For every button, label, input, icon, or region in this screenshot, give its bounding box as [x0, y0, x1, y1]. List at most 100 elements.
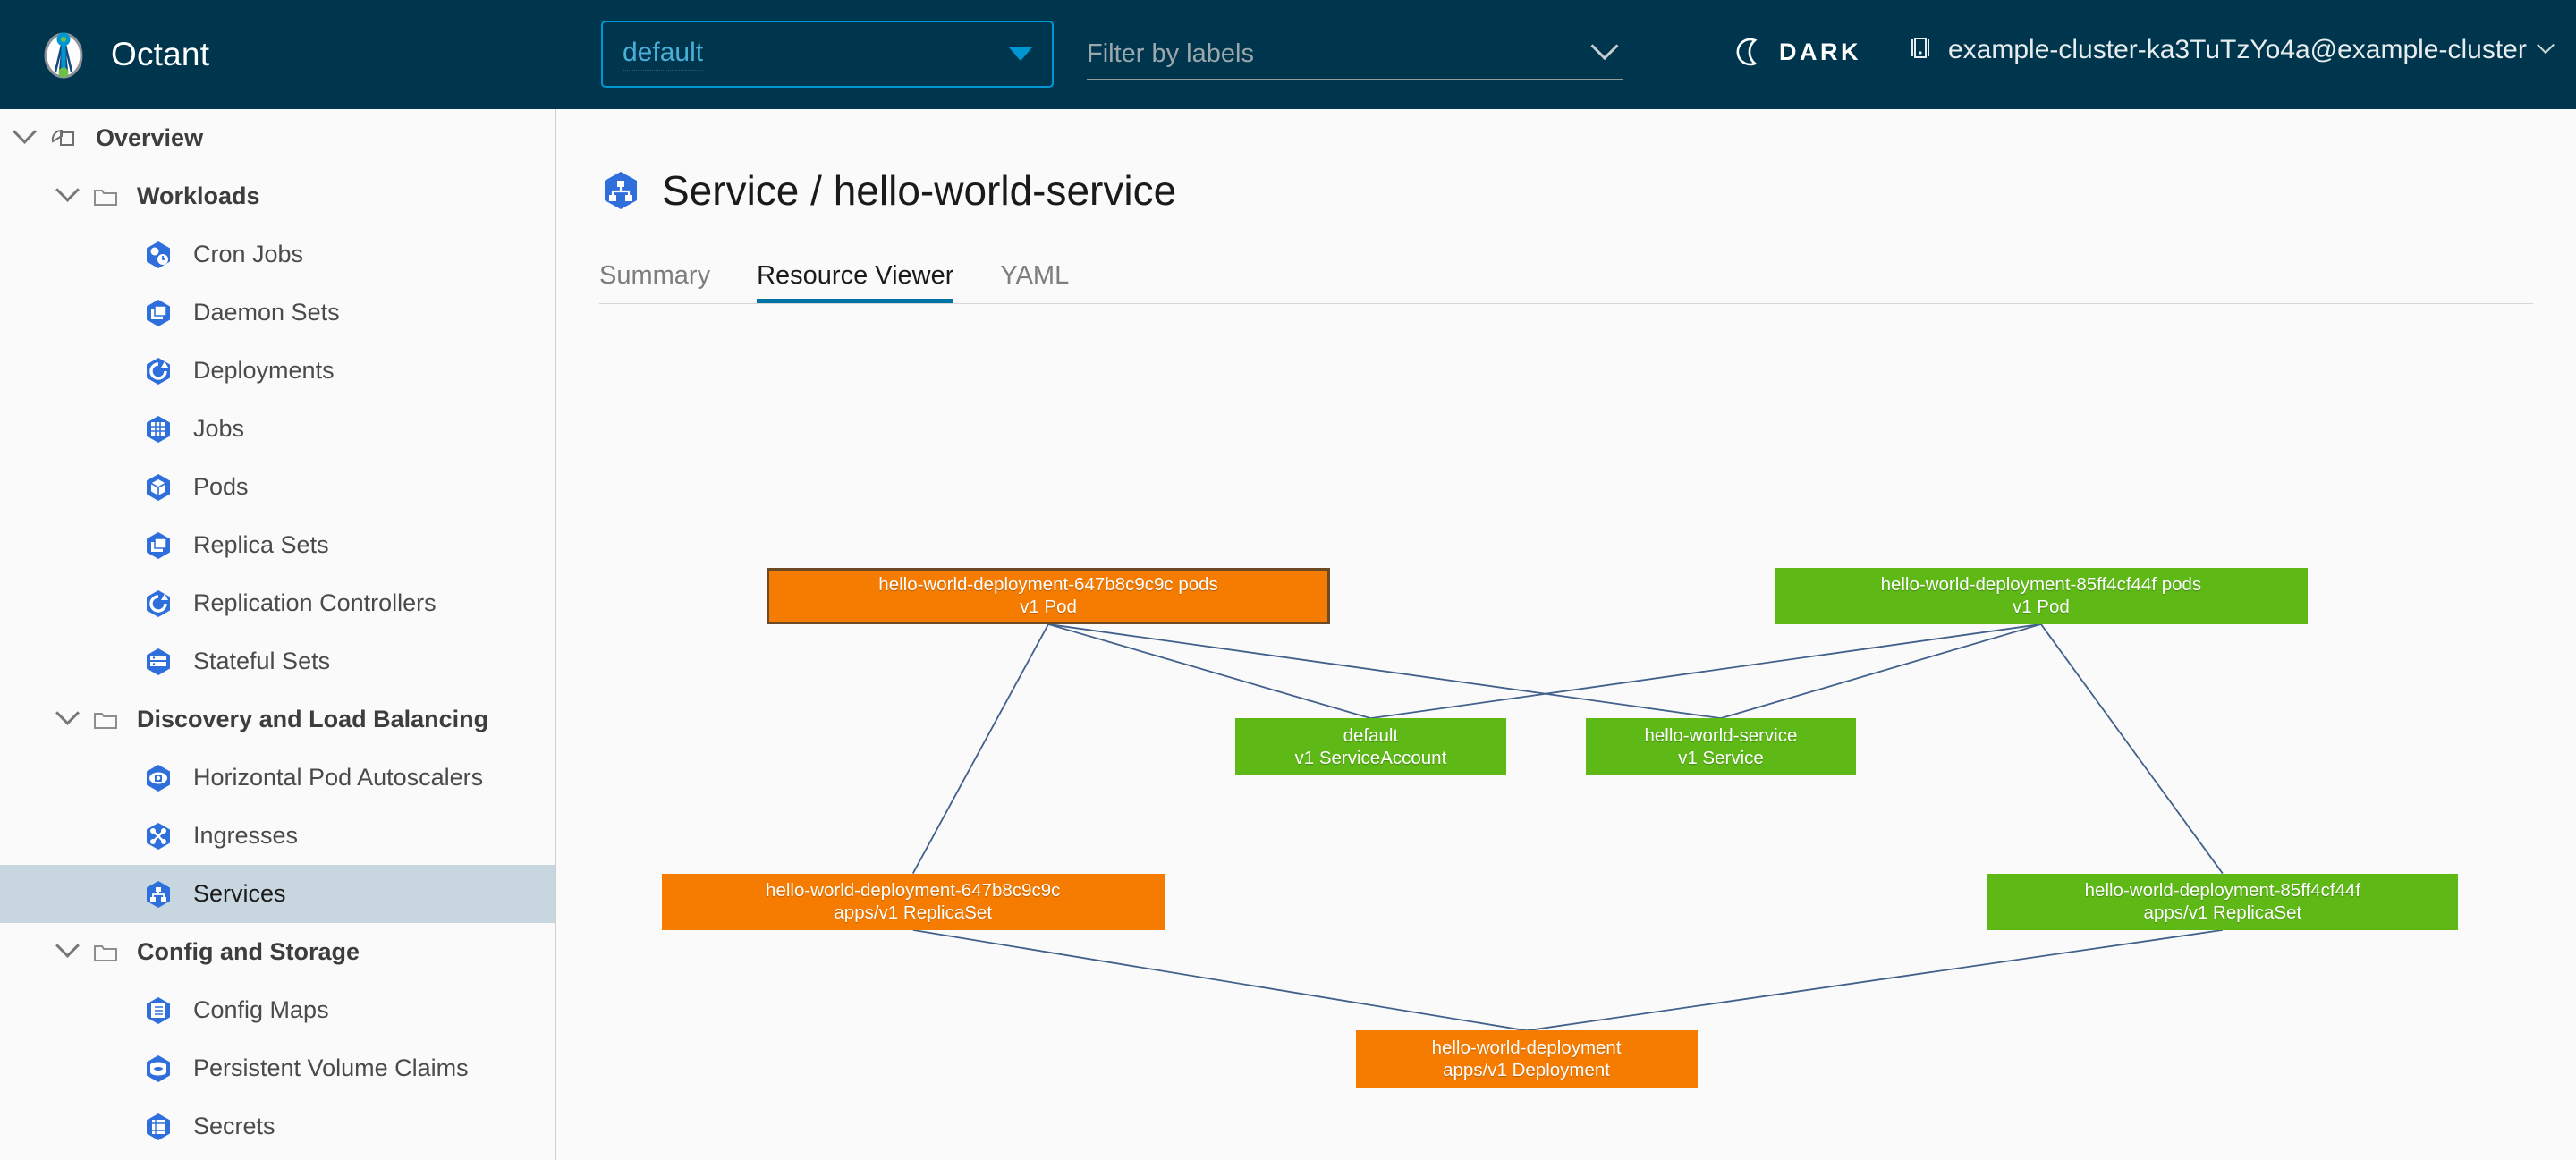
k8s-pod-icon: [143, 472, 174, 503]
overview-icon: [49, 125, 78, 152]
graph-node-kind: apps/v1 ReplicaSet: [2144, 902, 2302, 924]
sidebar-item-ingresses[interactable]: Ingresses: [0, 807, 555, 865]
sidebar-item-discovery-and-load-balancing[interactable]: Discovery and Load Balancing: [0, 690, 555, 749]
k8s-replicaset-icon: [143, 530, 174, 561]
graph-edge: [913, 624, 1048, 874]
k8s-cronjob-icon: [143, 240, 174, 270]
folder-icon: [92, 183, 119, 210]
k8s-configmap-icon: [143, 995, 174, 1026]
sidebar-item-label: Workloads: [137, 182, 260, 210]
graph-node-pod-647[interactable]: hello-world-deployment-647b8c9c9c podsv1…: [767, 568, 1329, 624]
cluster-name: example-cluster-ka3TuTzYo4a@example-clus…: [1948, 35, 2527, 65]
sidebar-item-label: Pods: [193, 473, 249, 501]
graph-node-name: hello-world-service: [1645, 724, 1798, 747]
tab-summary[interactable]: Summary: [599, 261, 710, 303]
graph-edge: [913, 930, 1527, 1030]
sidebar-item-deployments[interactable]: Deployments: [0, 342, 555, 400]
sidebar-item-workloads[interactable]: Workloads: [0, 167, 555, 225]
graph-node-kind: v1 ServiceAccount: [1294, 747, 1446, 769]
caret-down-icon: [1009, 47, 1032, 61]
graph-node-dep-hello[interactable]: hello-world-deploymentapps/v1 Deployment: [1356, 1030, 1698, 1087]
chevron-down-icon[interactable]: [55, 934, 80, 958]
graph-node-sa-default[interactable]: defaultv1 ServiceAccount: [1235, 718, 1506, 775]
sidebar-item-jobs[interactable]: Jobs: [0, 400, 555, 458]
k8s-service-icon: [143, 879, 174, 910]
sidebar-item-pods[interactable]: Pods: [0, 458, 555, 516]
graph-edge: [1048, 624, 1721, 718]
graph-node-name: hello-world-deployment-85ff4cf44f: [2085, 879, 2360, 902]
cluster-select[interactable]: example-cluster-ka3TuTzYo4a@example-clus…: [1907, 34, 2552, 65]
graph-node-kind: apps/v1 ReplicaSet: [834, 902, 992, 924]
sidebar-item-label: Replica Sets: [193, 531, 329, 559]
sidebar-item-label: Stateful Sets: [193, 648, 330, 675]
namespace-value: default: [623, 38, 703, 71]
sidebar-item-overview[interactable]: Overview: [0, 109, 555, 167]
sidebar-item-replication-controllers[interactable]: Replication Controllers: [0, 574, 555, 632]
sidebar-item-label: Config and Storage: [137, 938, 360, 966]
graph-node-pod-85f[interactable]: hello-world-deployment-85ff4cf44f podsv1…: [1775, 568, 2308, 624]
tab-resource-viewer[interactable]: Resource Viewer: [757, 261, 953, 303]
sidebar-item-label: Ingresses: [193, 822, 298, 850]
graph-node-svc-hello[interactable]: hello-world-servicev1 Service: [1586, 718, 1857, 775]
k8s-service-icon: [599, 169, 642, 212]
sidebar-item-stateful-sets[interactable]: Stateful Sets: [0, 632, 555, 690]
graph-edge: [1527, 930, 2223, 1030]
graph-node-name: hello-world-deployment-85ff4cf44f pods: [1881, 573, 2202, 596]
sidebar: OverviewWorkloadsCron JobsDaemon SetsDep…: [0, 109, 556, 1160]
graph-node-rs-647[interactable]: hello-world-deployment-647b8c9c9capps/v1…: [662, 874, 1165, 930]
graph-node-name: hello-world-deployment: [1432, 1037, 1622, 1059]
folder-icon: [92, 939, 119, 966]
graph-node-rs-85f[interactable]: hello-world-deployment-85ff4cf44fapps/v1…: [1987, 874, 2458, 930]
sidebar-item-persistent-volume-claims[interactable]: Persistent Volume Claims: [0, 1039, 555, 1097]
graph-node-kind: v1 Pod: [1020, 596, 1077, 618]
k8s-job-icon: [143, 414, 174, 445]
graph-node-name: hello-world-deployment-647b8c9c9c: [766, 879, 1060, 902]
theme-toggle[interactable]: DARK: [1733, 36, 1861, 68]
k8s-ingress-icon: [143, 821, 174, 851]
k8s-daemonset-icon: [143, 298, 174, 328]
tab-yaml[interactable]: YAML: [1000, 261, 1069, 303]
cluster-server-icon: [1907, 34, 1934, 65]
k8s-hpa-icon: [143, 763, 174, 793]
sidebar-item-label: Discovery and Load Balancing: [137, 706, 488, 733]
octant-logo-icon: [38, 29, 89, 80]
k8s-statefulset-icon: [143, 647, 174, 677]
sidebar-item-horizontal-pod-autoscalers[interactable]: Horizontal Pod Autoscalers: [0, 749, 555, 807]
namespace-select[interactable]: default: [601, 21, 1054, 88]
brand: Octant: [0, 0, 556, 109]
label-filter-input[interactable]: Filter by labels: [1087, 29, 1623, 80]
sidebar-item-label: Horizontal Pod Autoscalers: [193, 764, 483, 792]
graph-edge: [1370, 624, 2040, 718]
k8s-replicationcontroller-icon: [143, 588, 174, 619]
chevron-down-icon[interactable]: [13, 120, 37, 144]
sidebar-item-config-and-storage[interactable]: Config and Storage: [0, 923, 555, 981]
sidebar-item-replica-sets[interactable]: Replica Sets: [0, 516, 555, 574]
graph-node-kind: apps/v1 Deployment: [1443, 1059, 1610, 1081]
graph-edge: [1721, 624, 2041, 718]
sidebar-item-label: Secrets: [193, 1113, 275, 1140]
sidebar-item-secrets[interactable]: Secrets: [0, 1097, 555, 1156]
k8s-deployment-icon: [143, 356, 174, 386]
sidebar-item-label: Services: [193, 880, 286, 908]
sidebar-item-services[interactable]: Services: [0, 865, 555, 923]
sidebar-item-label: Deployments: [193, 357, 335, 385]
sidebar-item-label: Overview: [96, 124, 203, 152]
graph-node-kind: v1 Service: [1678, 747, 1764, 769]
sidebar-item-cron-jobs[interactable]: Cron Jobs: [0, 225, 555, 284]
chevron-down-icon[interactable]: [55, 701, 80, 725]
resource-viewer-graph[interactable]: hello-world-deployment-647b8c9c9c podsv1…: [599, 411, 2533, 1160]
graph-edge: [2041, 624, 2223, 874]
k8s-secret-icon: [143, 1112, 174, 1142]
sidebar-item-label: Persistent Volume Claims: [193, 1054, 469, 1082]
folder-icon: [92, 707, 119, 733]
chevron-down-icon[interactable]: [55, 178, 80, 202]
page-title: Service / hello-world-service: [599, 166, 2576, 215]
sidebar-item-config-maps[interactable]: Config Maps: [0, 981, 555, 1039]
label-filter-placeholder: Filter by labels: [1087, 39, 1254, 69]
page-title-text: Service / hello-world-service: [662, 166, 1176, 215]
graph-node-kind: v1 Pod: [2012, 596, 2070, 618]
graph-edge: [1048, 624, 1370, 718]
sidebar-item-daemon-sets[interactable]: Daemon Sets: [0, 284, 555, 342]
tab-bar: Summary Resource Viewer YAML: [599, 250, 2533, 304]
sidebar-item-label: Daemon Sets: [193, 299, 340, 326]
